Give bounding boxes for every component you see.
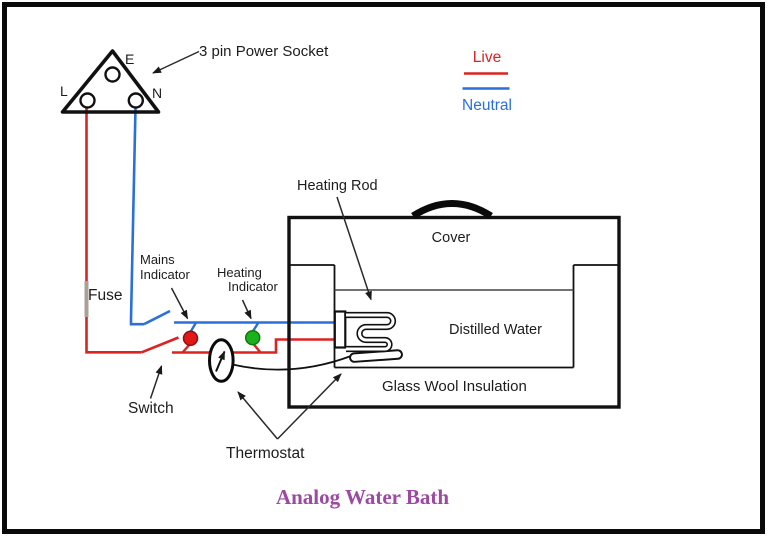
legend-neutral-label: Neutral [462, 97, 512, 114]
socket-pin-l-hole [79, 92, 96, 109]
heating-indicator-lamp [244, 329, 261, 346]
legend-live-label: Live [472, 49, 502, 66]
thermostat-arrow-dial [237, 391, 279, 440]
mains-indicator-lamp [182, 330, 199, 347]
socket-label: 3 pin Power Socket [199, 43, 329, 60]
switch-arrow [149, 365, 163, 399]
heating-rod-element [346, 311, 397, 353]
socket-pin-n-label: N [152, 85, 163, 101]
mains-indicator-arrow [170, 287, 189, 320]
socket-pin-n-hole [127, 92, 145, 109]
live-wire [85, 108, 142, 354]
heating-rod-bracket [333, 310, 347, 349]
mains-indicator-label-line1: Mains [140, 252, 175, 267]
diagram-title: Analog Water Bath [275, 485, 450, 509]
socket-pin-l-label: L [60, 83, 68, 99]
thermostat-needle [215, 350, 226, 372]
thermostat-capillary [232, 355, 352, 371]
power-socket-triangle [60, 49, 161, 114]
heating-rod-arrow [336, 196, 372, 301]
glass-wool-insulation-label: Glass Wool Insulation [382, 378, 527, 395]
cover-label: Cover [431, 230, 471, 246]
thermostat-label: Thermostat [226, 445, 305, 462]
heating-indicator-arrow [241, 299, 252, 320]
bath-handle [411, 200, 493, 219]
heating-indicator-label-line1: Heating [217, 265, 262, 280]
neutral-switch-blade [143, 309, 171, 326]
socket-pin-e-label: E [125, 51, 135, 67]
heating-rod-label: Heating Rod [297, 178, 378, 194]
distilled-water-label: Distilled Water [449, 322, 542, 338]
bath-outer-box [287, 215, 621, 409]
socket-pin-e-hole [104, 66, 121, 83]
heating-indicator-label-line2: Indicator [228, 279, 278, 294]
socket-arrow [152, 50, 200, 74]
neutral-wire [129, 107, 144, 326]
mains-indicator-label: Mains Indicator [140, 252, 190, 282]
heating-lamp-neutral-stem [251, 321, 260, 333]
switch-label: Switch [128, 400, 174, 417]
thermostat-arrow-bulb [276, 373, 342, 440]
mains-indicator-label-line2: Indicator [140, 266, 190, 282]
live-switch-blade [141, 336, 179, 354]
mains-lamp-neutral-stem [189, 321, 198, 333]
fuse-label: Fuse [88, 287, 123, 304]
heating-rod-element-bore [346, 313, 395, 351]
